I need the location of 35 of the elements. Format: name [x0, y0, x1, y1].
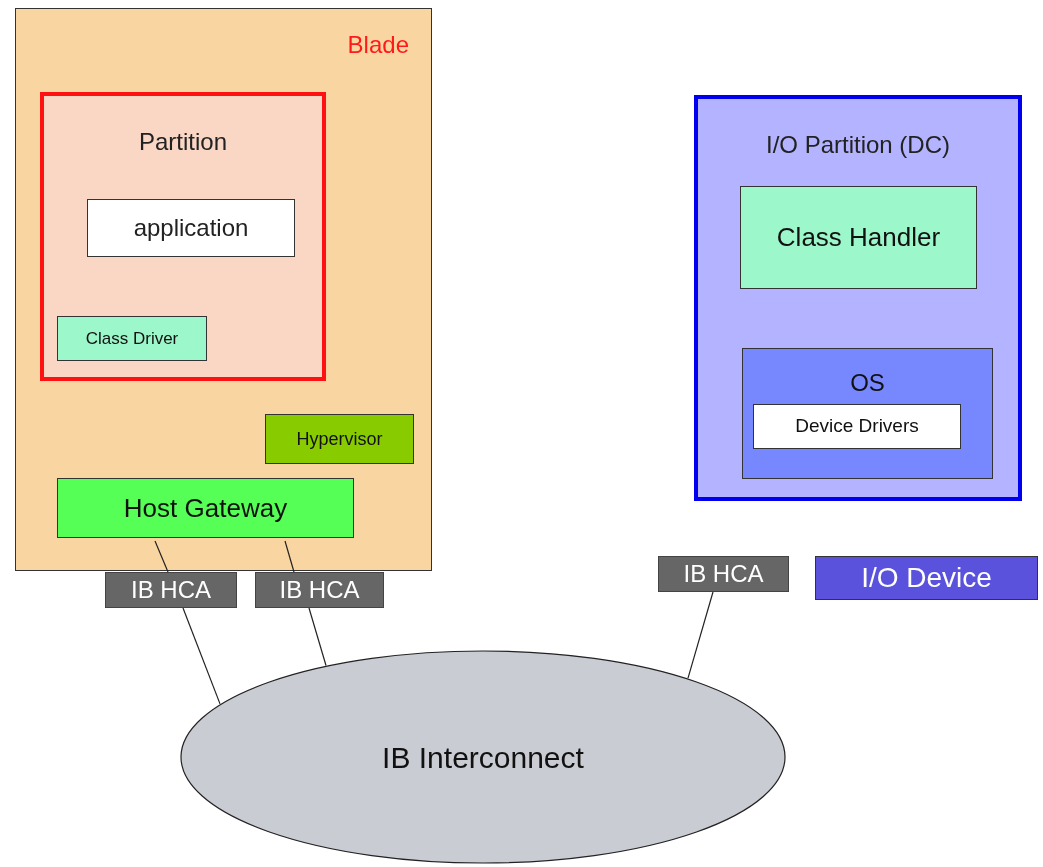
node-label: I/O Partition (DC): [765, 130, 951, 160]
node-label: Partition: [137, 127, 228, 157]
partition-box: [40, 92, 326, 381]
hca-box: [105, 572, 237, 608]
node-label: Class Handler: [776, 221, 941, 254]
connector-line: [308, 607, 327, 667]
node-label: Blade: [347, 30, 409, 60]
node-label: IB HCA: [683, 559, 764, 589]
class-handler-box: [740, 186, 977, 289]
hypervisor-box: [265, 414, 414, 464]
node-label: OS: [849, 368, 886, 398]
host-gateway-box: [57, 478, 354, 538]
io-partition-box: [694, 95, 1022, 501]
node-label: application: [133, 213, 249, 243]
hca-box: [255, 572, 384, 608]
node-label: Device Drivers: [795, 414, 919, 439]
node-label: IB HCA: [279, 575, 360, 605]
application-box: [87, 199, 295, 257]
node-label: Class Driver: [85, 327, 179, 350]
hca-box: [658, 556, 789, 592]
node-label: IB HCA: [131, 575, 211, 605]
connector-line: [284, 540, 295, 573]
node-label: IB Interconnect: [382, 739, 584, 776]
connector-line: [687, 591, 714, 679]
node-label: I/O Device: [861, 561, 992, 595]
class-driver-box: [57, 316, 207, 361]
connector-line: [154, 540, 169, 573]
node-label: Hypervisor: [296, 427, 383, 451]
node-label: Host Gateway: [123, 491, 288, 525]
interconnect-ellipse: [180, 650, 786, 864]
io-device-box: [815, 556, 1038, 600]
os-box: [742, 348, 993, 479]
device-drivers-box: [753, 404, 961, 449]
connector-line: [182, 607, 221, 705]
blade-box: [15, 8, 432, 571]
